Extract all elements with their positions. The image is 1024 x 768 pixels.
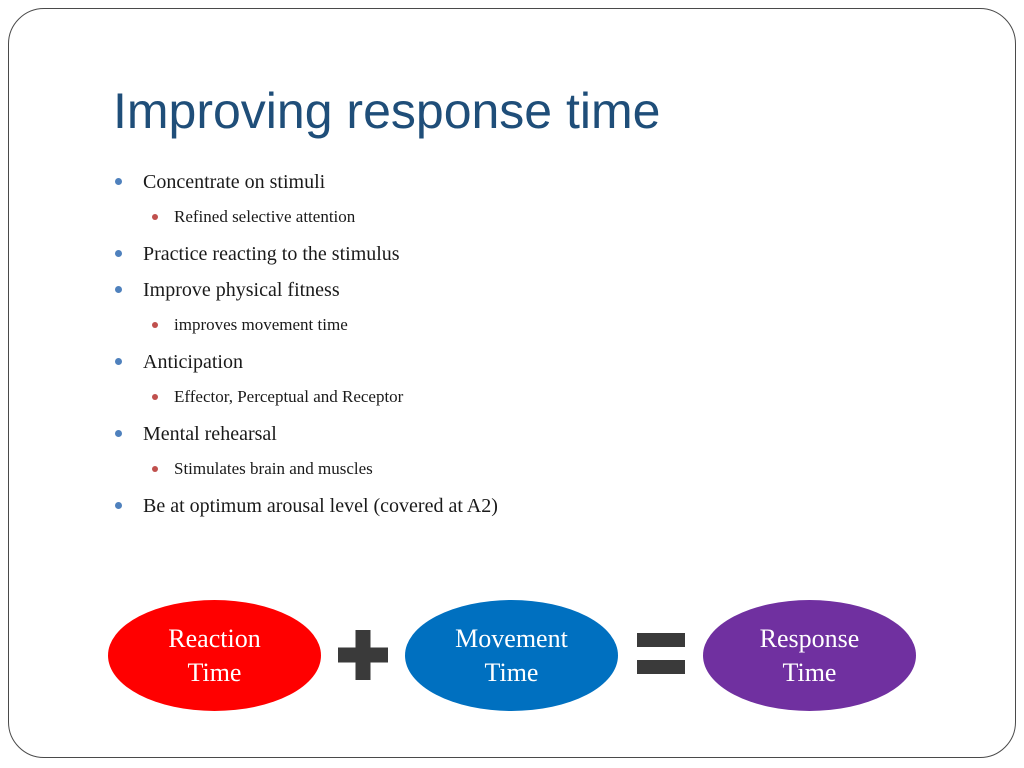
slide-title: Improving response time — [113, 83, 661, 139]
reaction-label-line1: Reaction — [168, 623, 261, 653]
plus-icon — [338, 630, 388, 680]
sub-bullet-text: improves movement time — [174, 315, 348, 334]
bullet-item: Be at optimum arousal level (covered at … — [113, 490, 913, 526]
movement-label-line2: Time — [484, 657, 539, 687]
bullet-item: Anticipation — [113, 346, 913, 382]
sub-bullet-item: improves movement time — [113, 310, 913, 346]
reaction-time-oval: Reaction Time — [108, 600, 321, 711]
sub-bullet-dot-icon — [152, 466, 158, 472]
bullet-dot-icon — [115, 178, 122, 185]
bullet-dot-icon — [115, 286, 122, 293]
sub-bullet-text: Effector, Perceptual and Receptor — [174, 387, 404, 406]
sub-bullet-dot-icon — [152, 322, 158, 328]
bullet-text: Be at optimum arousal level (covered at … — [143, 495, 498, 517]
response-time-oval: Response Time — [703, 600, 916, 711]
equals-icon — [637, 633, 685, 674]
sub-bullet-item: Refined selective attention — [113, 202, 913, 238]
reaction-label-line2: Time — [187, 657, 242, 687]
bullet-text: Mental rehearsal — [143, 423, 277, 445]
bullet-dot-icon — [115, 250, 122, 257]
response-label-line1: Response — [759, 623, 860, 653]
bullet-dot-icon — [115, 358, 122, 365]
sub-bullet-text: Refined selective attention — [174, 207, 356, 226]
bullet-text: Practice reacting to the stimulus — [143, 243, 400, 265]
bullet-text: Improve physical fitness — [143, 279, 340, 301]
bullet-item: Mental rehearsal — [113, 418, 913, 454]
sub-bullet-dot-icon — [152, 394, 158, 400]
movement-label-line1: Movement — [455, 623, 568, 653]
response-label-line2: Time — [782, 657, 837, 687]
sub-bullet-text: Stimulates brain and muscles — [174, 459, 373, 478]
bullet-text: Anticipation — [143, 351, 243, 373]
sub-bullet-dot-icon — [152, 214, 158, 220]
bullet-item: Concentrate on stimuli — [113, 166, 913, 202]
bullet-list: Concentrate on stimuli Refined selective… — [113, 166, 913, 526]
sub-bullet-item: Stimulates brain and muscles — [113, 454, 913, 490]
bullet-dot-icon — [115, 430, 122, 437]
sub-bullet-item: Effector, Perceptual and Receptor — [113, 382, 913, 418]
bullet-item: Practice reacting to the stimulus — [113, 238, 913, 274]
bullet-item: Improve physical fitness — [113, 274, 913, 310]
bullet-dot-icon — [115, 502, 122, 509]
bullet-text: Concentrate on stimuli — [143, 171, 326, 193]
movement-time-oval: Movement Time — [405, 600, 618, 711]
